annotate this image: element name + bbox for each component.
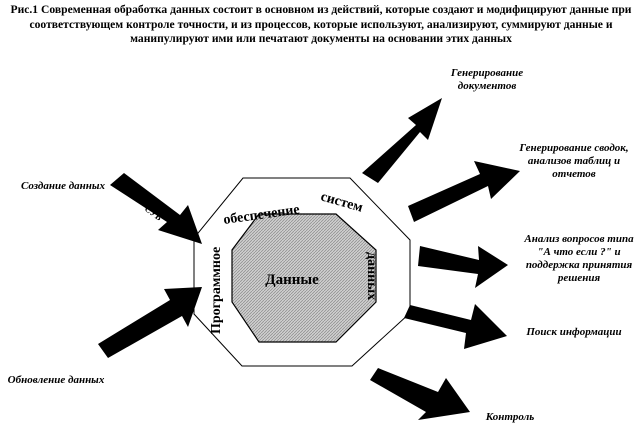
label-reports: Генерирование сводок, анализов таблиц и … — [519, 142, 629, 180]
data-core — [231, 213, 377, 343]
arrow-update-data — [98, 287, 202, 358]
arrow-documents — [362, 98, 442, 183]
arrow-whatif — [418, 246, 508, 288]
arrow-control — [370, 368, 470, 420]
arrow-reports — [408, 161, 520, 222]
label-update-data: Обновление данных — [7, 374, 105, 386]
core-label: Данные — [265, 272, 319, 288]
label-create-data: Создание данных — [20, 180, 106, 192]
label-whatif: Анализ вопросов типа "А что если ?" и по… — [524, 233, 634, 284]
ring-label-right: данных — [364, 252, 379, 300]
label-documents: Генерирование документов — [450, 67, 524, 92]
label-control: Контроль — [485, 411, 535, 423]
figure-caption: Рис.1 Современная обработка данных состо… — [10, 3, 632, 45]
label-search: Поиск информации — [526, 326, 622, 338]
arrow-search — [404, 304, 507, 349]
ring-label-left: Программное — [209, 247, 224, 334]
arrow-create-data — [110, 173, 202, 244]
